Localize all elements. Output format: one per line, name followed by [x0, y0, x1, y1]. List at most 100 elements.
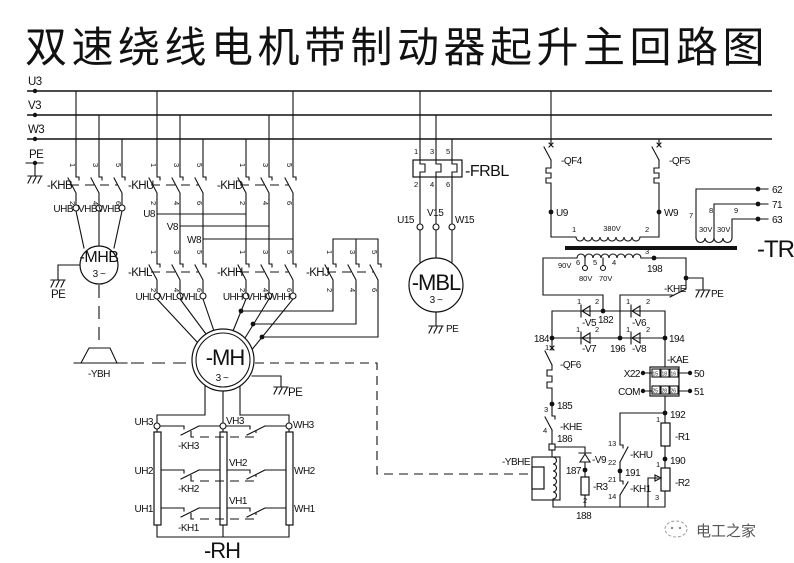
- breaker-qf4: [543, 142, 554, 161]
- transformer-primary-wiring: [545, 90, 660, 238]
- diode-pin: 1: [576, 325, 580, 334]
- pole-number-top: 3: [172, 250, 181, 254]
- pole-number-bottom: 6: [285, 201, 294, 205]
- brake-motor-wiring: [57, 90, 123, 280]
- link-label-u8: U8: [143, 209, 156, 220]
- pole-number-top: 3: [261, 163, 270, 167]
- diode-pin: 1: [626, 297, 630, 306]
- junction-dot: [617, 468, 623, 474]
- diode-pin: 1: [626, 325, 630, 334]
- relay-pin-box: [660, 368, 670, 378]
- contact-pin: 4: [543, 426, 547, 435]
- contactor-label: -KHU: [128, 180, 154, 192]
- aux-tap-pin-4: 4: [612, 258, 616, 267]
- junction-dot: [687, 370, 693, 376]
- secondary-voltage-1: 30V: [699, 225, 712, 234]
- terminal: [432, 223, 440, 231]
- breaker-label-qf6: -QF6: [560, 360, 582, 371]
- contact-pole: [237, 255, 250, 287]
- breaker-qf6: [544, 345, 555, 366]
- overload-relay-label: -FRBL: [465, 163, 509, 180]
- resistor-label-r3: -R3: [593, 482, 609, 493]
- secondary-pin-8: 8: [709, 206, 713, 215]
- contact-pin: 3: [544, 405, 548, 414]
- resistor-pin: 2: [583, 496, 587, 505]
- terminal-label-wh2: WH2: [294, 466, 316, 477]
- contact-pole: [284, 168, 297, 200]
- relay-kae-body: [649, 366, 680, 397]
- contactor-label: -KHB: [47, 180, 73, 192]
- terminal-label-uhb: UHB: [53, 204, 73, 215]
- main-motor-name: -MH: [206, 345, 245, 370]
- resistor-label-r2: -R2: [675, 478, 691, 489]
- contact-kh1: [619, 477, 629, 496]
- diode-label-v5: -V5: [582, 318, 597, 329]
- pole-number-top: 1: [68, 163, 77, 167]
- pole-number-top: 5: [446, 147, 450, 156]
- pole-number-bottom: 2: [149, 288, 158, 292]
- diode-v5: [580, 304, 591, 318]
- relay-pin-box: [651, 385, 661, 395]
- node-label-187: 187: [566, 466, 582, 477]
- terminal-label-v15: V15: [427, 208, 444, 219]
- contact-pin: 14: [608, 492, 616, 501]
- resistor-bank-name: -RH: [204, 538, 240, 563]
- pole-number-top: 3: [172, 163, 181, 167]
- fan-motor-wiring: [419, 90, 453, 326]
- pole-number-bottom: 2: [238, 201, 247, 205]
- contact-kh1: [160, 507, 287, 518]
- pole-number-top: 1: [414, 147, 418, 156]
- wechat-logo-icon: [664, 520, 688, 538]
- relay-kae-pins: 15 18 16 25 28 26: [651, 368, 679, 395]
- terminal: [72, 204, 80, 212]
- junction-dot: [687, 388, 693, 394]
- pole-number-top: 5: [285, 250, 294, 254]
- pole-number-bottom: 4: [172, 288, 181, 292]
- pole-number-bottom: 6: [285, 288, 294, 292]
- junction-dot: [683, 275, 689, 281]
- terminal-label-uh1: UH1: [134, 504, 153, 515]
- diode-v6: [630, 304, 641, 318]
- diode-pin: 2: [646, 325, 650, 334]
- control-transformer: -QF4 -QF5 U9 W9 1 380V 2 7 8 9 30V 30V 6…: [542, 90, 794, 339]
- terminal: [153, 422, 161, 430]
- contactor-label: -KHL: [128, 267, 153, 279]
- pole-number-top: 1: [325, 250, 334, 254]
- pole-number-bottom: 4: [91, 201, 100, 205]
- pole-number-top: 1: [238, 250, 247, 254]
- node-label-182: 182: [598, 315, 614, 326]
- breaker-pin: 1: [545, 343, 549, 352]
- junction-dot: [238, 308, 244, 314]
- diode-pin: 2: [595, 297, 599, 306]
- brake-coil-winding: [552, 456, 558, 500]
- contactor-wiring: [156, 90, 379, 353]
- mechanical-link: [190, 431, 257, 438]
- diode-v9: [578, 452, 592, 463]
- fan-motor-name: -MBL: [412, 270, 461, 295]
- terminal: [95, 204, 103, 212]
- pole-number-bottom: 4: [172, 201, 181, 205]
- pole-number-top: 5: [195, 250, 204, 254]
- terminal-label-whh: WHH: [268, 292, 291, 303]
- diode-label-v8: -V8: [632, 344, 647, 355]
- contactor-label: -KHD: [217, 180, 243, 192]
- contact-pole: [260, 168, 273, 200]
- terminal: [199, 292, 207, 300]
- resistor-v: [219, 431, 228, 526]
- breaker-label-qf5: -QF5: [669, 156, 691, 167]
- pole-number-top: 5: [114, 163, 123, 167]
- terminal-label-whb: WHB: [98, 204, 121, 215]
- brake-motor-symbol: [79, 245, 119, 285]
- secondary-pin-7: 7: [689, 211, 693, 220]
- logo-eye: [678, 526, 682, 530]
- main-motor: -MH 3 ~ PE: [156, 328, 532, 475]
- terminal-label-vhh: VHH: [246, 292, 266, 303]
- tap-terminal: [599, 264, 607, 272]
- fan-motor-pe-label: PE: [446, 324, 459, 335]
- junction-dot: [250, 321, 256, 327]
- pole-number-top: 5: [370, 250, 379, 254]
